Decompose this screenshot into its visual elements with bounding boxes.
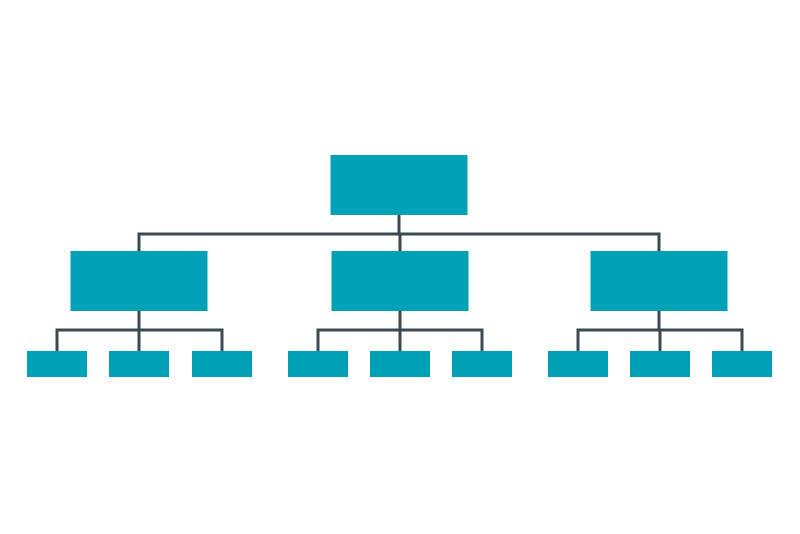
level2-node-1-2: [109, 351, 169, 377]
level2-node-2-1-box: [288, 351, 348, 377]
level1-node-3-box: [590, 251, 728, 311]
level2-node-3-1: [548, 351, 608, 377]
level2-node-2-1: [288, 351, 348, 377]
level2-node-2-2-box: [370, 351, 430, 377]
root-node-box: [330, 155, 468, 215]
connector-lines: [55, 213, 744, 353]
level2-node-1-1: [27, 351, 87, 377]
level1-node-1: [70, 251, 208, 311]
level2-node-1-1-box: [27, 351, 87, 377]
level1-node-1-box: [70, 251, 208, 311]
level2-node-3-2-box: [630, 351, 690, 377]
level1-node-3: [590, 251, 728, 311]
level2-node-3-3-box: [712, 351, 772, 377]
org-chart-nodes: [27, 155, 772, 377]
level1-node-2: [331, 251, 469, 311]
level2-node-1-3-box: [192, 351, 252, 377]
level2-node-3-2: [630, 351, 690, 377]
level2-node-1-2-box: [109, 351, 169, 377]
root-node: [330, 155, 468, 215]
level2-node-2-3: [452, 351, 512, 377]
level2-node-2-3-box: [452, 351, 512, 377]
level2-node-2-2: [370, 351, 430, 377]
level2-node-3-1-box: [548, 351, 608, 377]
level2-node-3-3: [712, 351, 772, 377]
level1-node-2-box: [331, 251, 469, 311]
level2-node-1-3: [192, 351, 252, 377]
